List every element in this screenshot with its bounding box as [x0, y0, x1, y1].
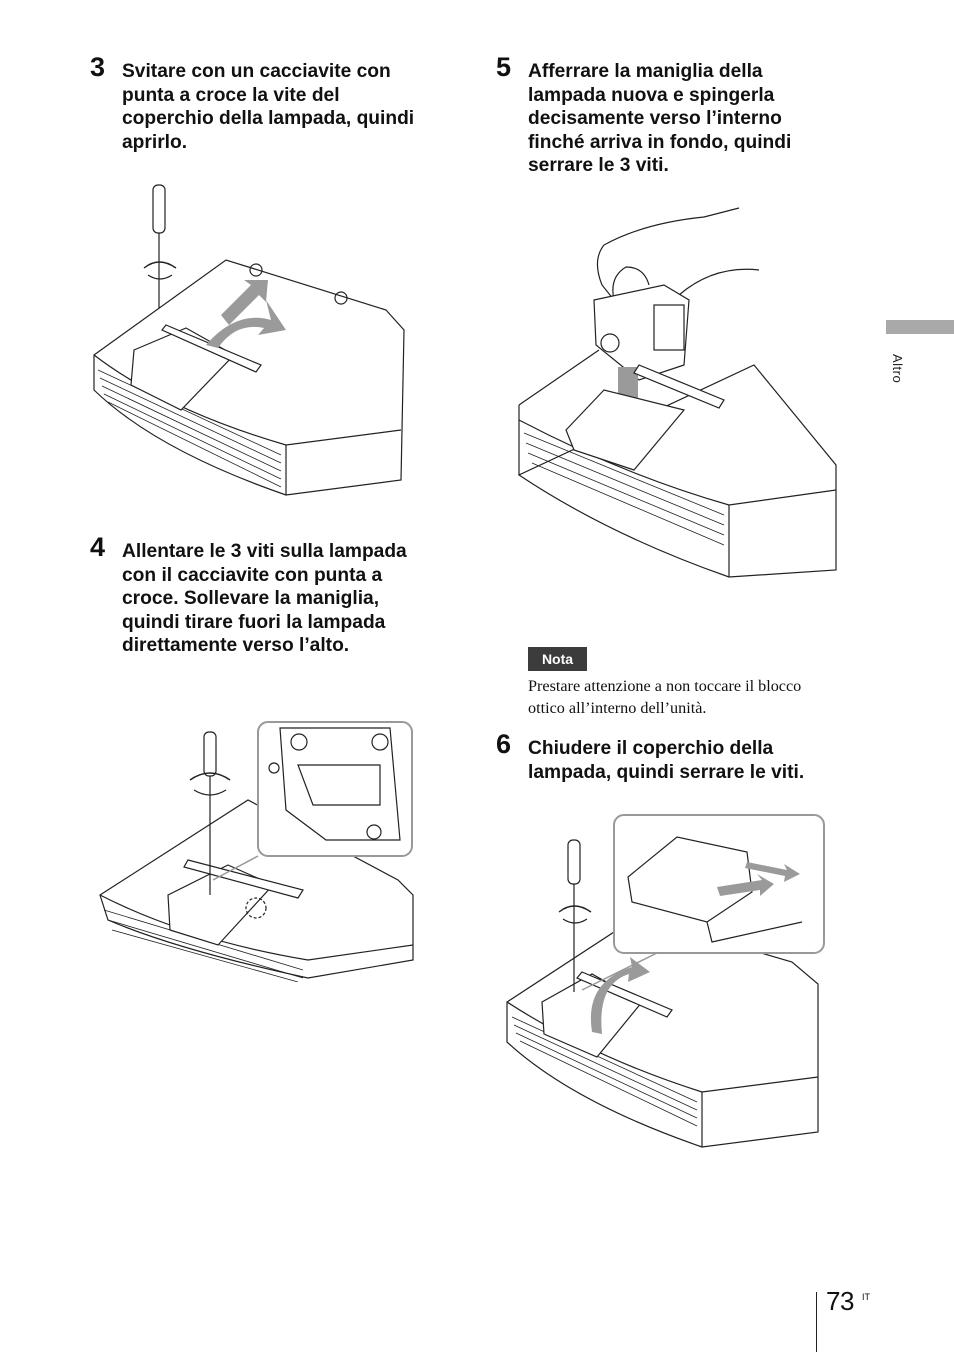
note-text: Prestare attenzione a non toccare il blo…	[528, 677, 802, 717]
illustration-loosen-lamp-screws	[98, 720, 418, 982]
step-instruction: Allentare le 3 viti sulla lampada con il…	[122, 541, 407, 657]
step-number: 4	[90, 532, 106, 562]
section-tab	[886, 320, 954, 334]
step-3: 3 Svitare con un cacciavite con punta a …	[90, 54, 470, 160]
step-6: 6 Chiudere il coperchio della lampada, q…	[496, 731, 876, 797]
illustration-close-lamp-cover	[502, 812, 826, 1152]
step-5: 5 Afferrare la maniglia della lampada nu…	[496, 54, 876, 190]
step-number: 5	[496, 52, 512, 82]
page-language: IT	[862, 1292, 870, 1302]
illustration-insert-new-lamp	[514, 205, 840, 580]
note-badge: Nota	[528, 647, 587, 671]
step-number: 3	[90, 52, 106, 82]
page-number-rule	[816, 1292, 817, 1352]
step-4: 4 Allentare le 3 viti sulla lampada con …	[90, 534, 470, 670]
step-instruction: Chiudere il coperchio della lampada, qui…	[528, 738, 805, 783]
step-instruction: Svitare con un cacciavite con punta a cr…	[122, 61, 415, 153]
page-number: 73	[826, 1286, 854, 1316]
illustration-unscrew-lamp-cover	[86, 180, 416, 500]
section-label: Altro	[890, 354, 905, 384]
step-number: 6	[496, 729, 512, 759]
step-instruction: Afferrare la maniglia della lampada nuov…	[528, 61, 792, 177]
